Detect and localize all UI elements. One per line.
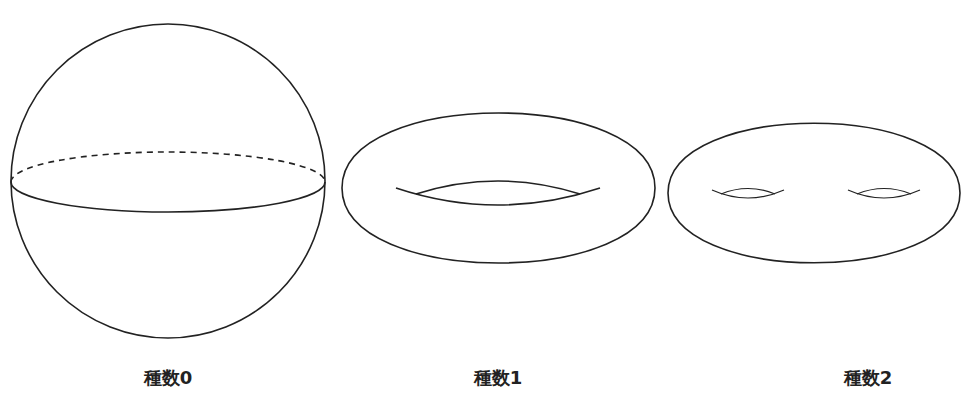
sphere-outline [11,24,325,338]
sphere-equator-back [11,152,325,182]
hole-lower [712,190,784,198]
hole-upper [857,189,911,195]
torus-outline [342,113,655,263]
hole-lower [848,190,920,198]
genus-label: 種数0 [144,367,193,389]
genus-label: 種数2 [844,367,893,389]
torus-hole-upper [416,181,580,194]
genus-label: 種数1 [474,367,523,389]
hole-upper [721,189,775,195]
double-torus-outline [668,123,960,263]
sphere-equator-front [11,182,325,212]
